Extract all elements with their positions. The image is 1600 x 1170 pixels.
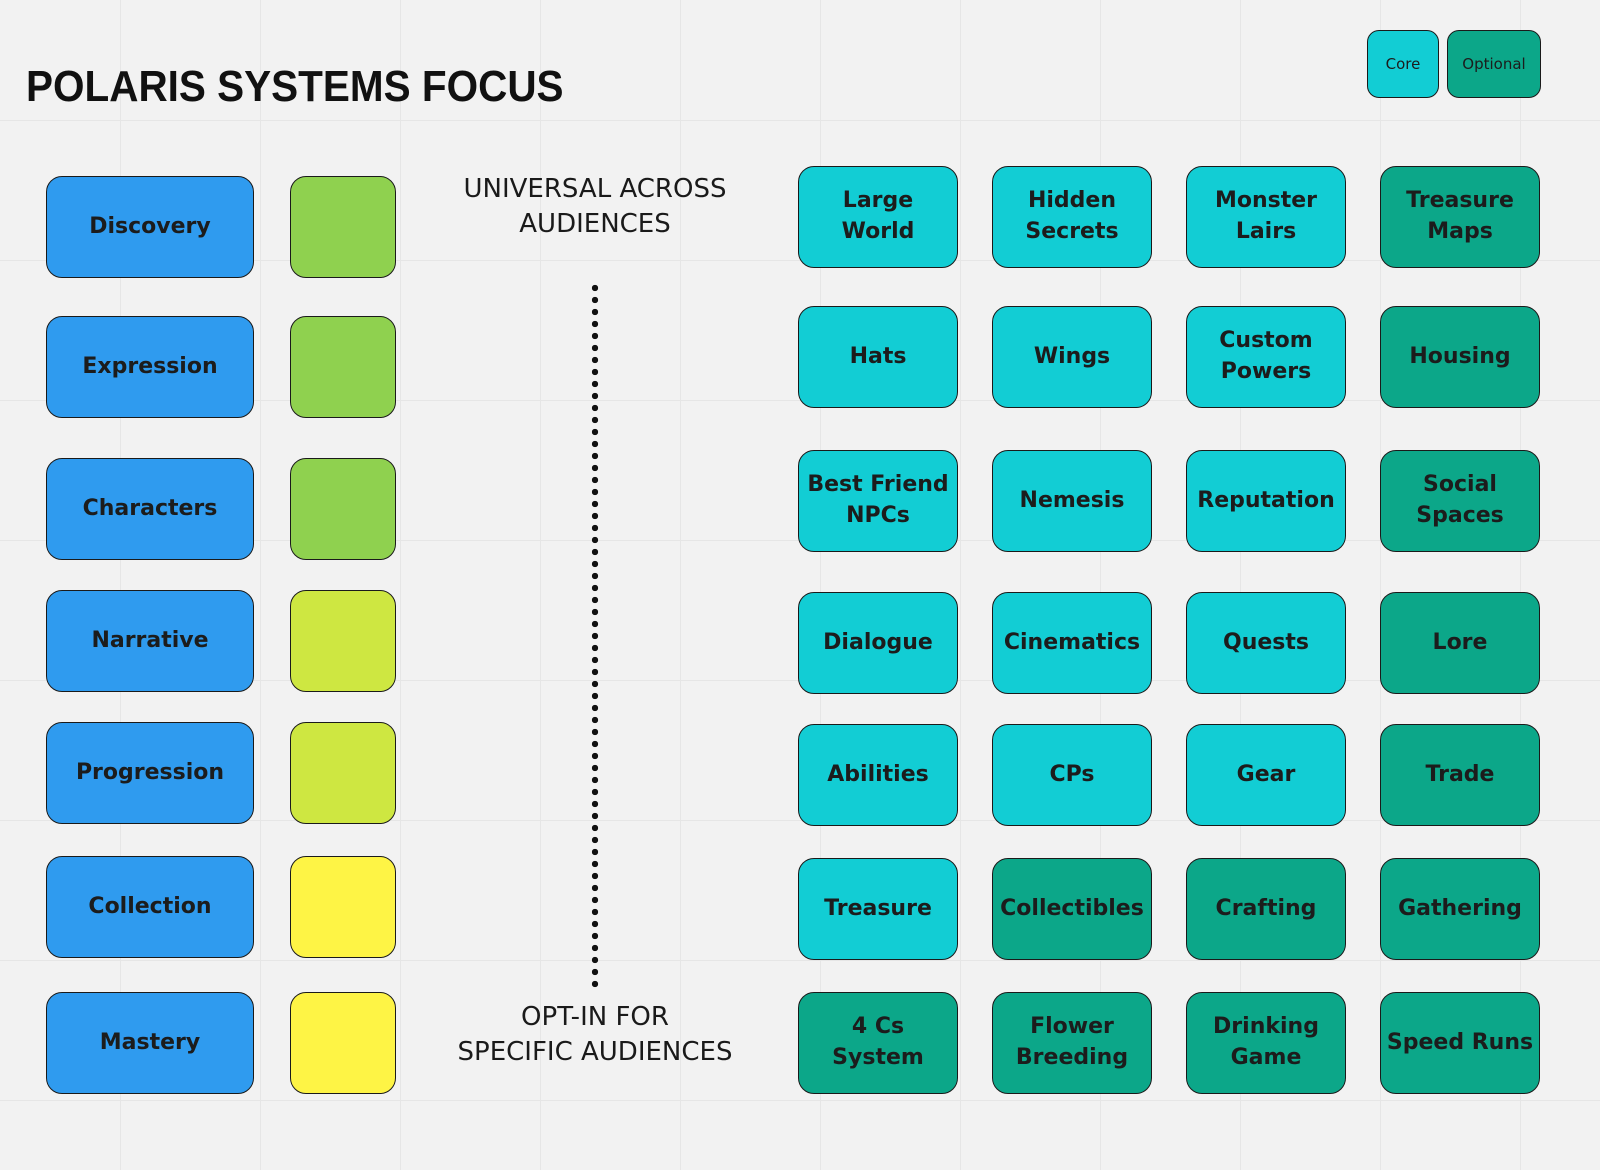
system-lore: Lore (1380, 592, 1540, 694)
universal-label: UNIVERSAL ACROSS AUDIENCES (463, 174, 727, 240)
system-monster-lairs: Monster Lairs (1186, 166, 1346, 268)
system-best-friend-npcs: Best Friend NPCs (798, 450, 958, 552)
focus-mastery: Mastery (46, 992, 254, 1094)
system-custom-powers: Custom Powers (1186, 306, 1346, 408)
system-gear: Gear (1186, 724, 1346, 826)
opt-in-label: OPT-IN FOR SPECIFIC AUDIENCES (457, 1002, 733, 1068)
system-large-world: Large World (798, 166, 958, 268)
system-crafting: Crafting (1186, 858, 1346, 960)
system-cinematics: Cinematics (992, 592, 1152, 694)
focus-characters: Characters (46, 458, 254, 560)
system-housing: Housing (1380, 306, 1540, 408)
system-gathering: Gathering (1380, 858, 1540, 960)
system-speed-runs: Speed Runs (1380, 992, 1540, 1094)
system-social-spaces: Social Spaces (1380, 450, 1540, 552)
focus-collection: Collection (46, 856, 254, 958)
system-reputation: Reputation (1186, 450, 1346, 552)
system-dialogue: Dialogue (798, 592, 958, 694)
system-flower-breeding: Flower Breeding (992, 992, 1152, 1094)
system-nemesis: Nemesis (992, 450, 1152, 552)
system-treasure: Treasure (798, 858, 958, 960)
focus-progression: Progression (46, 722, 254, 824)
system-quests: Quests (1186, 592, 1346, 694)
focus-swatch-progression (290, 722, 396, 824)
system-treasure-maps: Treasure Maps (1380, 166, 1540, 268)
system-abilities: Abilities (798, 724, 958, 826)
dotted-divider (591, 282, 599, 990)
focus-discovery: Discovery (46, 176, 254, 278)
focus-narrative: Narrative (46, 590, 254, 692)
legend-optional: Optional (1447, 30, 1541, 98)
system-hats: Hats (798, 306, 958, 408)
page-title: POLARIS SYSTEMS FOCUS (26, 62, 564, 111)
focus-swatch-discovery (290, 176, 396, 278)
focus-swatch-collection (290, 856, 396, 958)
focus-swatch-mastery (290, 992, 396, 1094)
system-drinking-game: Drinking Game (1186, 992, 1346, 1094)
system-wings: Wings (992, 306, 1152, 408)
system-4-cs-system: 4 Cs System (798, 992, 958, 1094)
system-cps: CPs (992, 724, 1152, 826)
system-collectibles: Collectibles (992, 858, 1152, 960)
legend-core: Core (1367, 30, 1439, 98)
focus-swatch-characters (290, 458, 396, 560)
system-hidden-secrets: Hidden Secrets (992, 166, 1152, 268)
focus-expression: Expression (46, 316, 254, 418)
focus-swatch-narrative (290, 590, 396, 692)
focus-swatch-expression (290, 316, 396, 418)
system-trade: Trade (1380, 724, 1540, 826)
